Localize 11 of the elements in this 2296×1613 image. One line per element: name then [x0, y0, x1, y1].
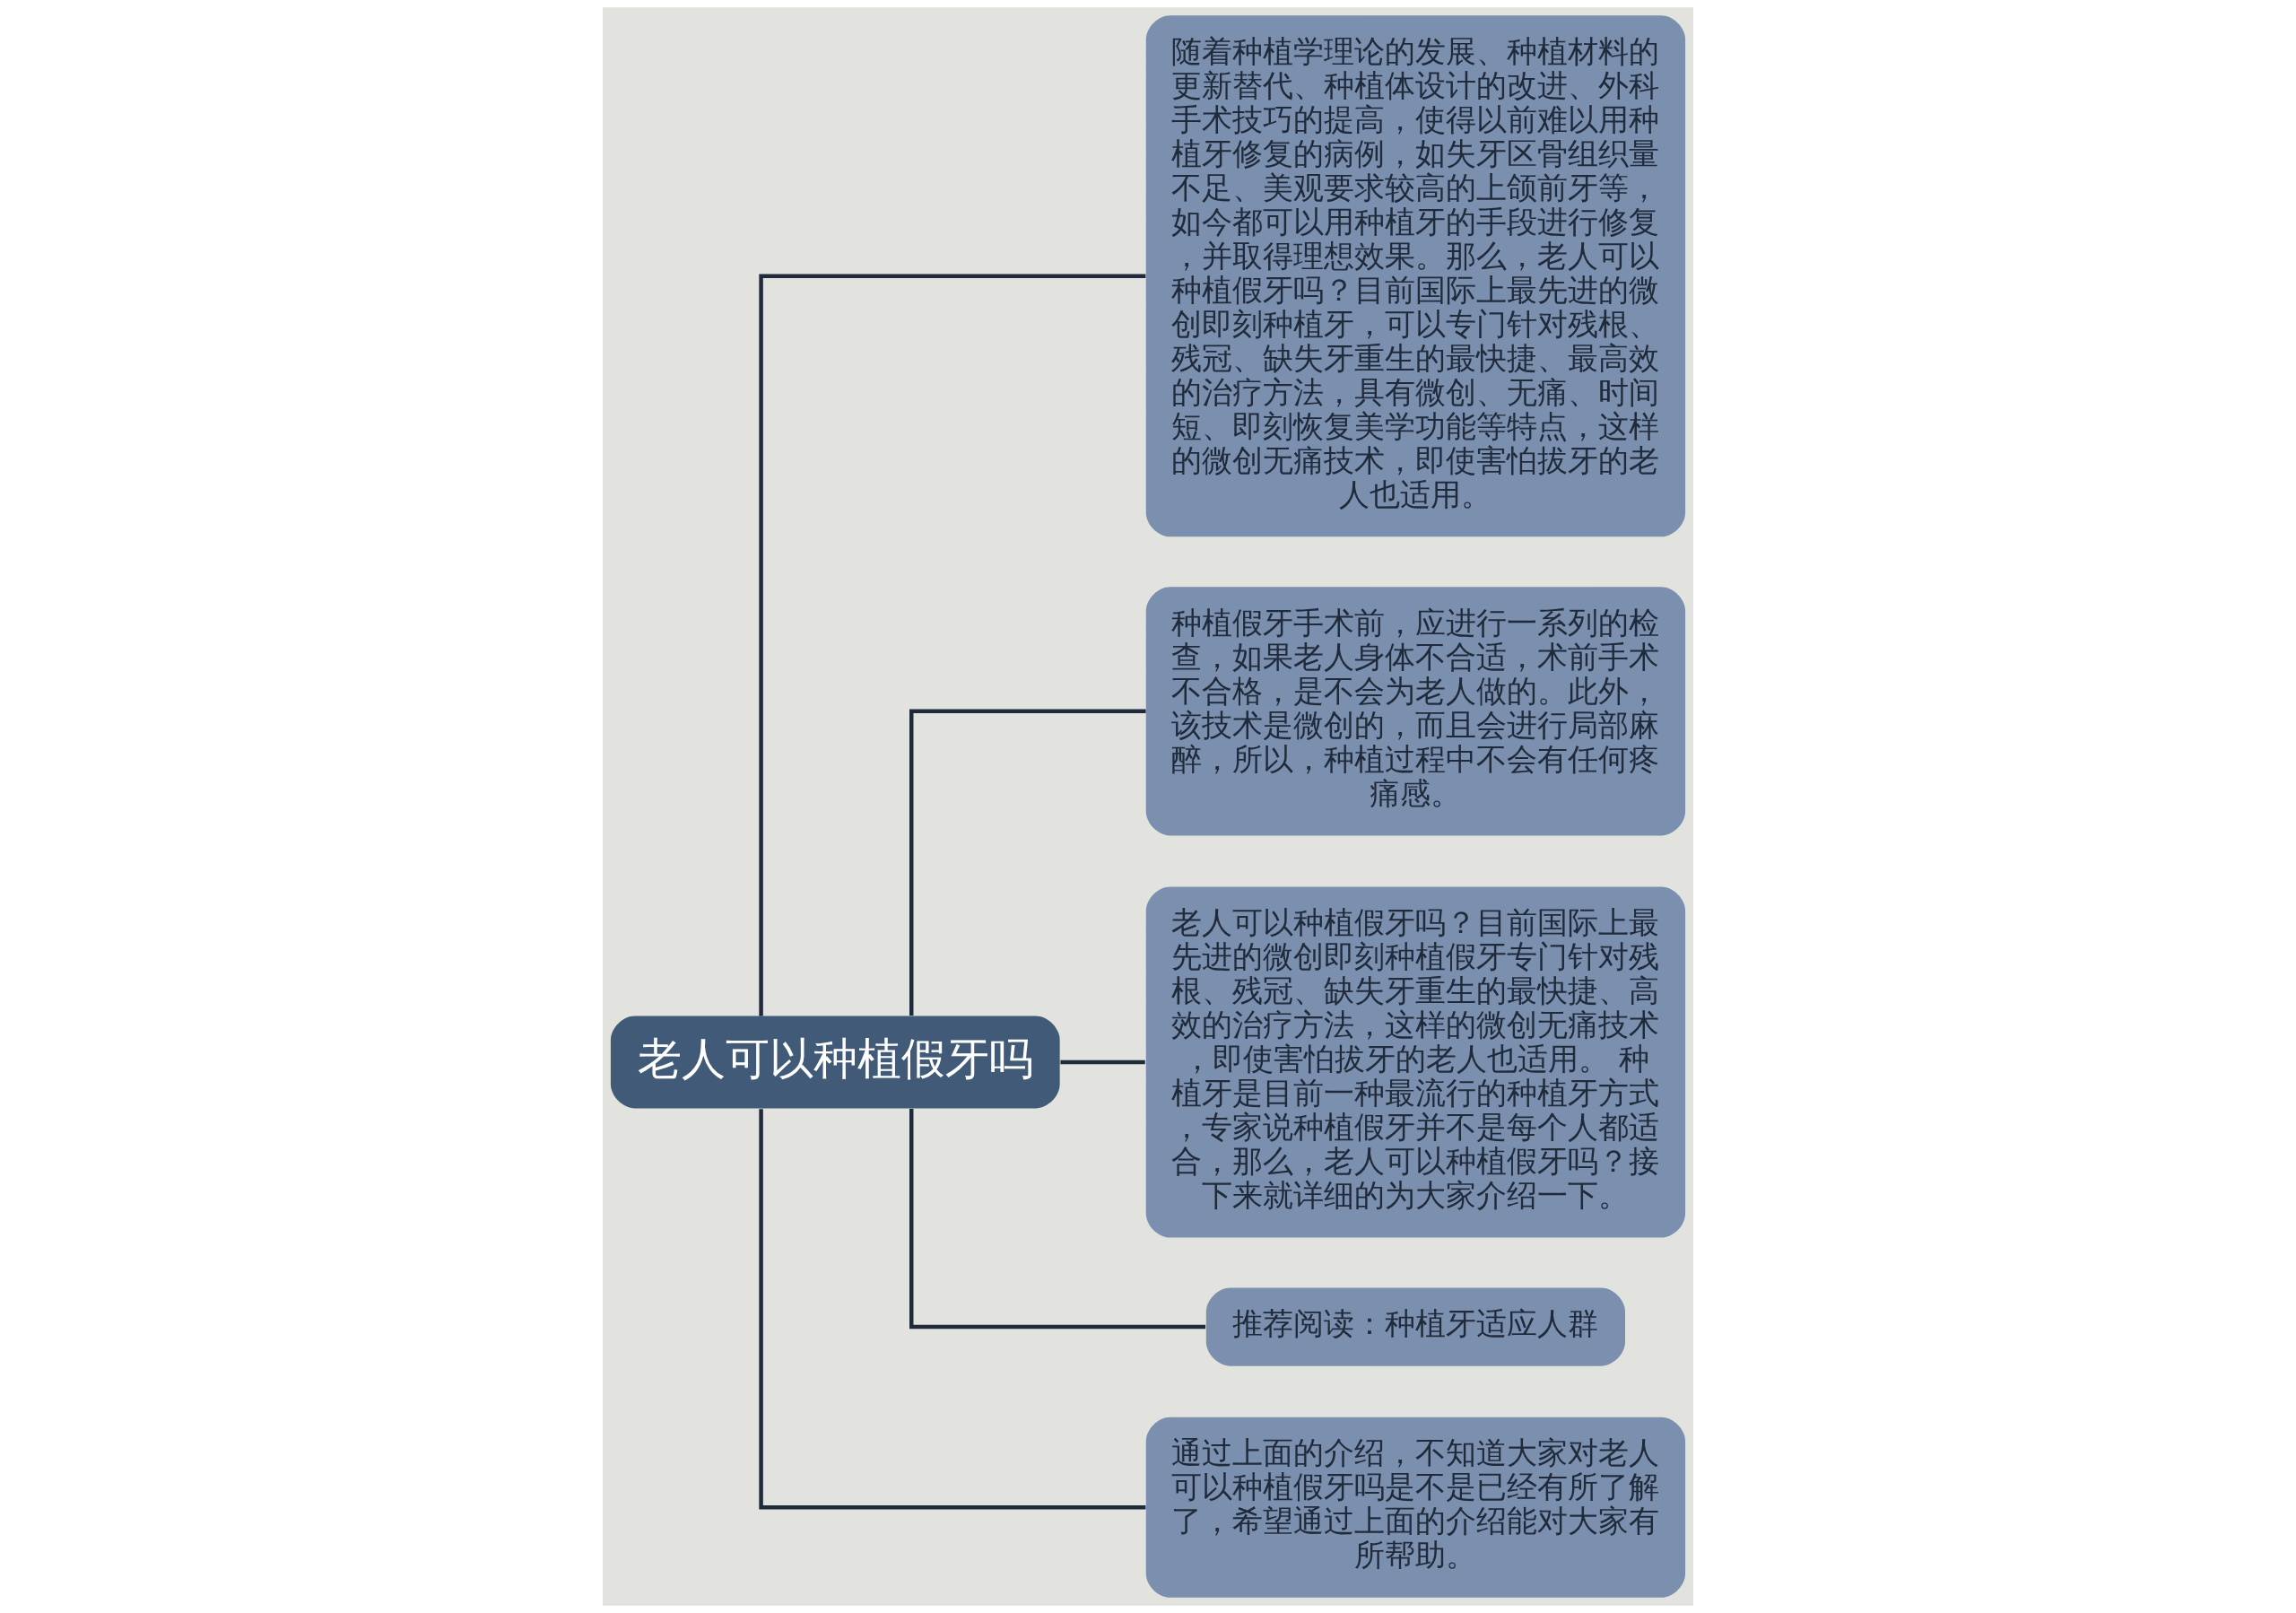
- node-box: 老人可以种植假牙吗？目前国际上最先进的微创即刻种植假牙专门针对残根、残冠、缺失牙重生的最快捷、高效的治疗方法，这样的微创无痛技术，即使害怕拔牙的老人也适用。 种植牙是目前一种最流行的种植牙方式，专家说种植假牙并不是每个人都适合，那么，老人可以种植假牙吗？接下来就详细的为大家介绍一下。: [1145, 886, 1686, 1238]
- node-box: 通过上面的介绍，不知道大家对老人可以种植假牙吗是不是已经有所了解了，希望通过上面的介绍能对大家有所帮助。: [1145, 1417, 1686, 1598]
- node-box: 老人可以种植假牙吗: [610, 1016, 1060, 1109]
- connector: [909, 1109, 1206, 1330]
- connector: [909, 709, 1146, 1016]
- node-box: 推荐阅读：种植牙适应人群: [1205, 1287, 1625, 1366]
- node-box: 种植假牙手术前，应进行一系列的检查，如果老人身体不合适，术前手术不合格，是不会为老人做的。此外，该技术是微创的，而且会进行局部麻醉，所以，种植过程中不会有任何疼痛感。: [1145, 587, 1686, 836]
- connector: [759, 274, 1146, 1016]
- node-box: 随着种植学理论的发展、种植材料的更新替代、种植体设计的改进、外科手术技巧的提高，使得以前难以用种植牙修复的病例，如失牙区骨组织量不足、美观要求较高的上颌前牙等，如今都可以用种植牙的手段进行修复，并取得理想效果。那么，老人可以种植假牙吗？目前国际上最先进的微创即刻种植牙，可以专门针对残根、残冠、缺失牙重生的最快捷、最高效的治疗方法，具有微创、无痛、时间短、即刻恢复美学功能等特点，这样的微创无痛技术，即使害怕拔牙的老人也适用。: [1145, 15, 1686, 537]
- connector: [759, 1109, 1146, 1510]
- connector: [1060, 1059, 1145, 1065]
